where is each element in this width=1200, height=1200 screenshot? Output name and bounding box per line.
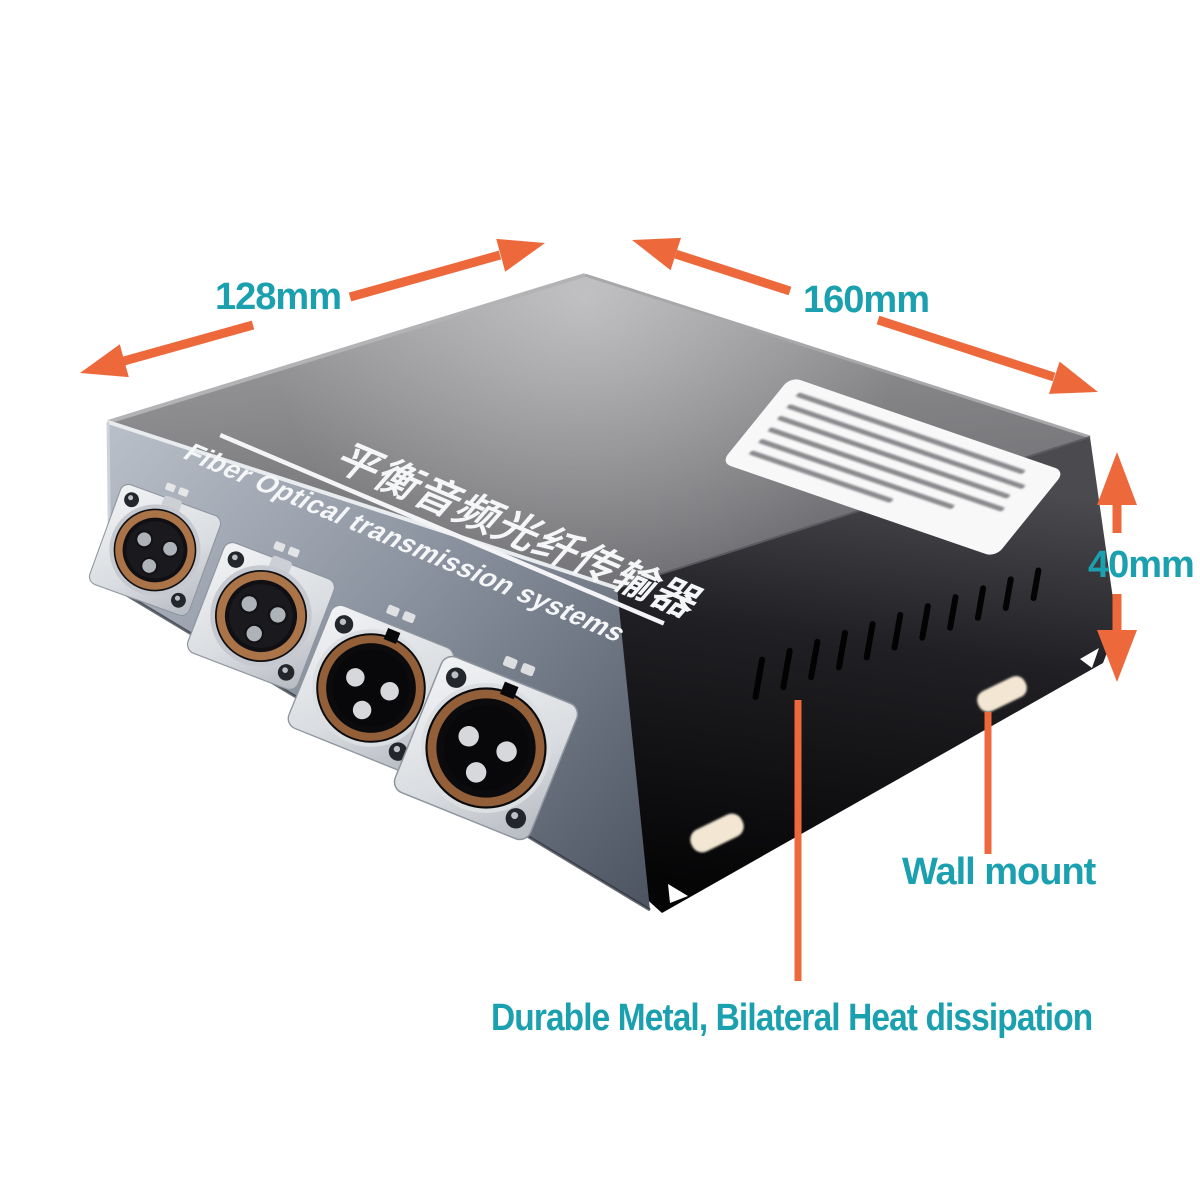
keyhole-slot-right bbox=[977, 676, 1027, 712]
depth-arrow-head-right bbox=[496, 238, 545, 272]
depth-dimension-label: 128mm bbox=[215, 276, 342, 318]
flange-notch-left bbox=[668, 884, 688, 903]
edge-highlight-back-left bbox=[107, 273, 586, 424]
depth-arrow-shaft-left bbox=[122, 320, 255, 366]
width-arrow-shaft-left bbox=[674, 249, 792, 296]
height-arrow-head-down bbox=[1097, 630, 1137, 682]
depth-arrow-head-left bbox=[80, 344, 129, 378]
flange-notch-right bbox=[1080, 648, 1099, 668]
annotation-arrows bbox=[80, 237, 1137, 981]
edge-highlight-front bbox=[107, 420, 618, 590]
edge-highlight-back-right bbox=[584, 273, 1091, 439]
feature-caption: Durable Metal, Bilateral Heat dissipatio… bbox=[491, 997, 1093, 1039]
depth-arrow-shaft-right bbox=[348, 250, 502, 302]
wall-mount-label: Wall mount bbox=[902, 851, 1096, 893]
top-label-divider bbox=[219, 433, 665, 626]
width-arrow-head-left bbox=[632, 237, 681, 271]
width-dimension-label: 160mm bbox=[803, 279, 930, 321]
sticker-text-lines bbox=[749, 392, 1025, 512]
height-arrow-head-up bbox=[1097, 452, 1137, 505]
case-side-face bbox=[617, 437, 1117, 913]
heat-dissipation-vents bbox=[752, 567, 1042, 701]
width-arrow-head-right bbox=[1049, 361, 1098, 394]
spec-sticker bbox=[725, 379, 1061, 555]
keyhole-slot-left bbox=[690, 813, 744, 853]
height-dimension-label: 40mm bbox=[1088, 544, 1195, 586]
width-arrow-shaft-right bbox=[876, 315, 1056, 382]
